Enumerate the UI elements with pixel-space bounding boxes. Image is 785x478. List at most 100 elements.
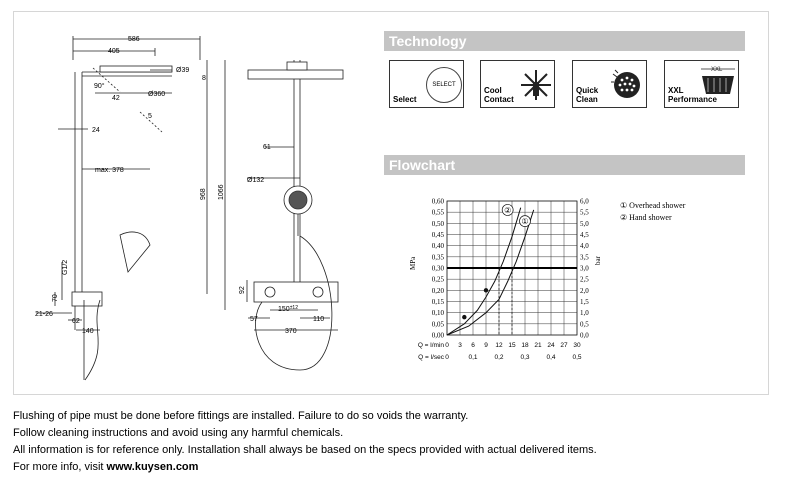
flowchart-header: Flowchart: [384, 155, 745, 175]
feature-select: SELECT Select: [389, 60, 464, 108]
overhead-shower-front: [247, 69, 344, 80]
feature-label: Select: [393, 95, 417, 104]
flowchart-chart: 0,000,050,100,150,200,250,300,350,400,45…: [409, 198, 602, 362]
y2-tick-label: 3,0: [580, 265, 589, 273]
dim-70: 70: [52, 294, 59, 302]
x-tick-label: 6: [471, 342, 475, 349]
legend-hand-shower: ② Hand shower: [620, 213, 672, 222]
note-line: All information is for reference only. I…: [13, 444, 597, 456]
y-tick-label: 0,25: [432, 276, 445, 284]
dim-62: 62: [72, 318, 80, 325]
feature-xxl-performance: XXL XXL Performance: [664, 60, 739, 108]
y2-tick-label: 4,0: [580, 242, 589, 250]
feature-quick-clean: Quick Clean: [572, 60, 647, 108]
notes: Flushing of pipe must be done before fit…: [13, 408, 773, 476]
dim-140: 140: [82, 328, 94, 335]
data-point: [462, 314, 467, 320]
y2-tick-label: 1,5: [580, 298, 589, 306]
curve-label: ②: [504, 206, 511, 215]
thermostat-body-side: [71, 291, 103, 307]
x-tick-label: 30: [573, 342, 581, 349]
y2-tick-label: 2,5: [580, 276, 589, 284]
dim-92: 92: [239, 286, 246, 294]
y-tick-label: 0,50: [432, 220, 445, 228]
y2-tick-label: 0,5: [580, 320, 589, 328]
x-tick-label: 15: [508, 342, 516, 349]
hand-shower-side: [119, 231, 151, 273]
x-tick-label: 27: [560, 342, 568, 349]
x2-tick-label: 0,3: [520, 354, 529, 361]
more-info-line: For more info, visit www.kuysen.com: [13, 461, 199, 473]
x-tick-label: 9: [484, 342, 488, 349]
y-axis-label: MPa: [409, 256, 417, 270]
y-tick-label: 0,20: [432, 287, 445, 295]
dim-5: 5: [148, 113, 152, 120]
y2-tick-label: 2,0: [580, 287, 589, 295]
x-tick-label: 3: [458, 342, 462, 349]
feature-label: XXL Performance: [668, 86, 717, 104]
dim-61: 61: [263, 144, 271, 151]
thermostat-front: [253, 281, 339, 303]
hose-side: [84, 299, 101, 381]
series-line: [446, 207, 522, 336]
y-tick-label: 0,45: [432, 231, 445, 239]
x-tick-label: 24: [547, 342, 555, 349]
x-tick-label: 12: [495, 342, 503, 349]
y-tick-label: 0,35: [432, 253, 445, 261]
dim-max-378: max. 378: [95, 167, 124, 174]
x-tick-label: 0: [445, 342, 449, 349]
y-tick-label: 0,30: [432, 265, 445, 273]
note-line: Flushing of pipe must be done before fit…: [13, 410, 469, 422]
x-axis-label: Q = l/min: [418, 342, 445, 349]
curve-label: ①: [521, 217, 528, 226]
dim-57: 57: [250, 316, 258, 323]
y-tick-label: 0,05: [432, 320, 445, 328]
x2-tick-label: 0,5: [572, 354, 581, 361]
y-tick-label: 0,00: [432, 332, 445, 340]
feature-cool-contact: Cool Contact: [480, 60, 555, 108]
x-tick-label: 18: [521, 342, 529, 349]
dim-110: 110: [313, 316, 324, 323]
y2-tick-label: 4,5: [580, 231, 589, 239]
dim-405: 405: [108, 48, 120, 55]
dim-968: 968: [200, 188, 207, 200]
xxl-performance-icon: XXL: [701, 67, 735, 94]
y2-tick-label: 5,0: [580, 220, 589, 228]
quick-clean-icon: [611, 69, 640, 98]
dim-586: 586: [128, 36, 140, 43]
dim-132: Ø132: [247, 177, 264, 184]
x2-tick-label: 0,2: [494, 354, 503, 361]
x-tick-label: 21: [534, 342, 542, 349]
feature-label: Quick Clean: [576, 86, 599, 104]
y2-tick-label: 6,0: [580, 198, 589, 206]
x2-tick-label: 0,4: [546, 354, 555, 361]
y2-tick-label: 5,5: [580, 209, 589, 217]
dim-42: 42: [112, 95, 120, 102]
dim-1066: 1066: [218, 184, 225, 200]
note-line: Follow cleaning instructions and avoid u…: [13, 427, 344, 439]
y-tick-label: 0,60: [432, 198, 445, 206]
technology-header: Technology: [384, 31, 745, 51]
data-point: [483, 288, 489, 293]
dim-21-26: 21-26: [35, 311, 53, 318]
dim-g12: G1/2: [62, 260, 69, 275]
dim-360: Ø360: [148, 91, 165, 98]
curve-label-circle: [501, 204, 514, 216]
x2-tick-label: 0: [445, 354, 449, 361]
y-tick-label: 0,15: [432, 298, 445, 306]
y2-tick-label: 0,0: [580, 332, 589, 340]
x2-tick-label: 0,1: [468, 354, 477, 361]
website-link[interactable]: www.kuysen.com: [106, 461, 199, 473]
y-tick-label: 0,40: [432, 242, 445, 250]
curve-label-circle: [519, 215, 531, 227]
feature-label: Cool Contact: [484, 86, 514, 104]
series-line: [446, 209, 535, 336]
dim-24: 24: [92, 127, 100, 134]
dim-8: 8: [202, 75, 206, 82]
svg-text:XXL: XXL: [711, 67, 723, 73]
dim-39: Ø39: [176, 67, 189, 74]
select-button-icon: SELECT: [426, 67, 462, 103]
y-tick-label: 0,55: [432, 209, 445, 217]
y-tick-label: 0,10: [432, 309, 445, 317]
